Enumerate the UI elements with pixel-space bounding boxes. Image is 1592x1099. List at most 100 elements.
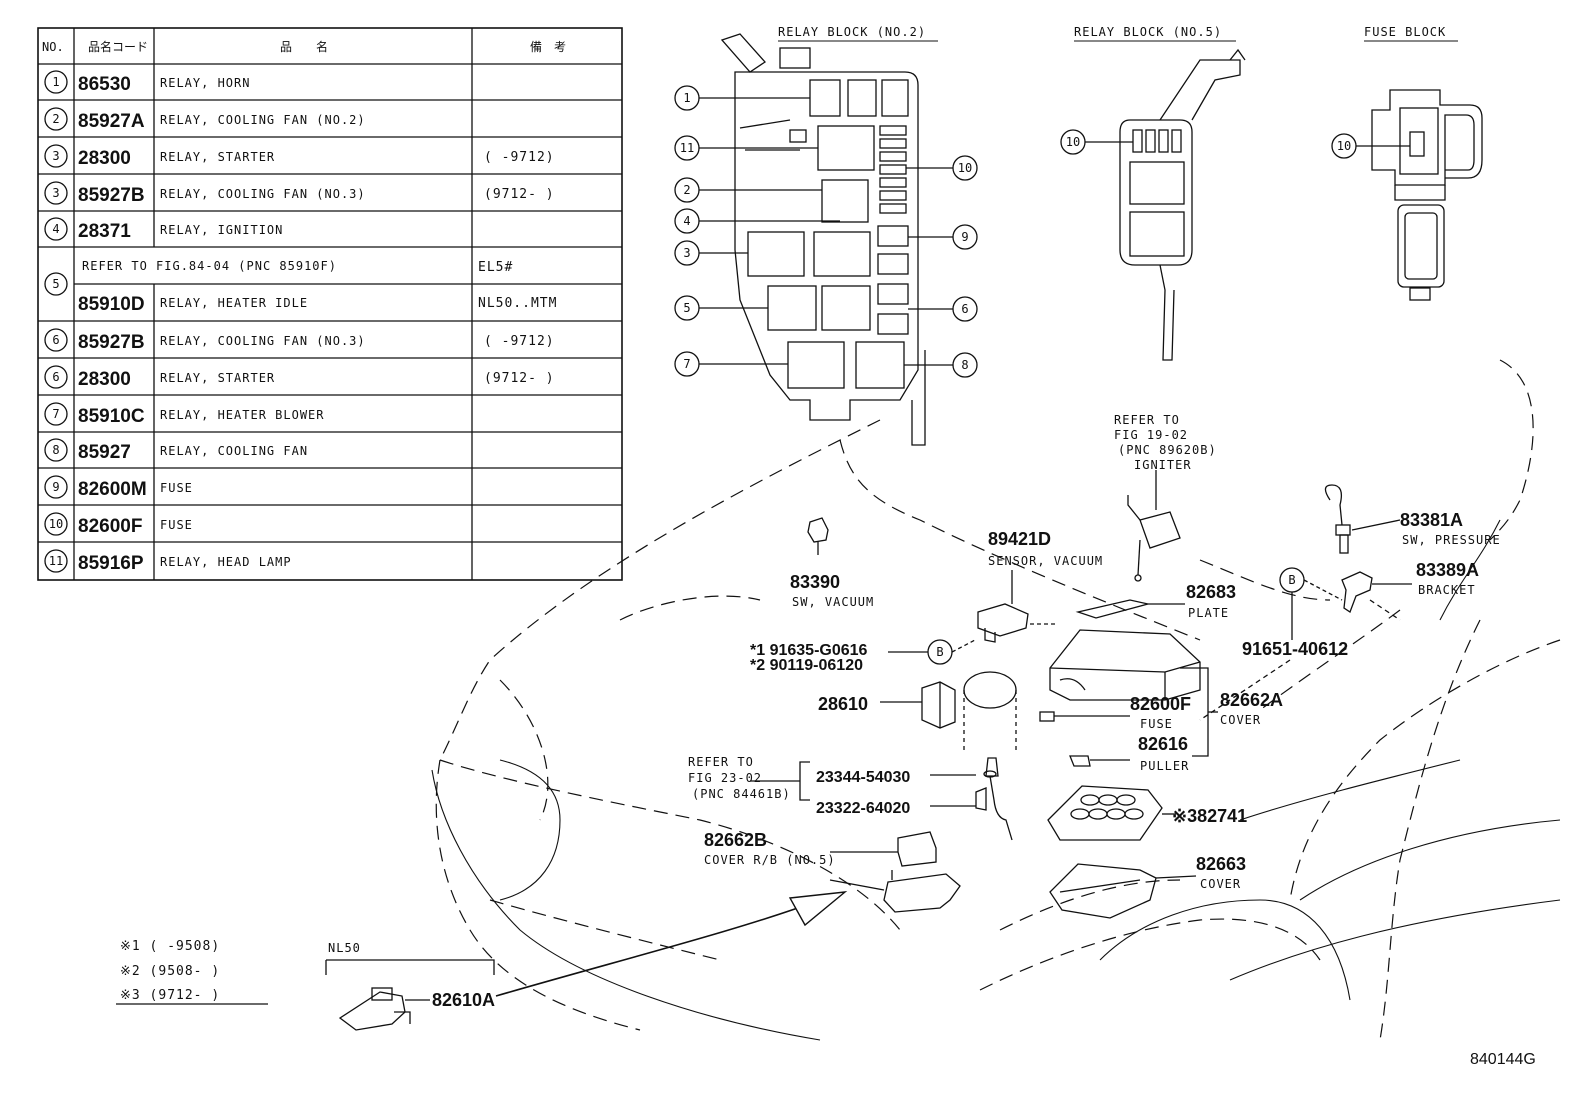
svg-text:85916P: 85916P [78, 553, 144, 574]
pressure-switch-part [1324, 484, 1401, 554]
svg-text:23322-64020: 23322-64020 [816, 800, 910, 817]
svg-text:FUSE: FUSE [160, 518, 193, 532]
svg-text:4: 4 [52, 222, 59, 236]
svg-text:82600M: 82600M [78, 479, 147, 500]
svg-text:B: B [1288, 573, 1295, 587]
cover-82663-part [1049, 863, 1197, 919]
svg-text:11: 11 [49, 554, 63, 568]
svg-text:85927: 85927 [78, 442, 131, 463]
svg-text:REFER TO FIG.84-04 (PNC 85910F: REFER TO FIG.84-04 (PNC 85910F) [82, 259, 337, 273]
table-text: NO. 品名コード 品 名 備 考 1 86530 RELAY, HORN 2 … [42, 39, 566, 574]
svg-text:FUSE: FUSE [160, 481, 193, 495]
svg-text:28610: 28610 [818, 694, 868, 714]
svg-text:FIG 23-02: FIG 23-02 [688, 771, 762, 785]
svg-text:COVER: COVER [1200, 877, 1241, 891]
heading-fuse-block: FUSE BLOCK [1364, 25, 1446, 39]
svg-text:( -9712): ( -9712) [484, 334, 555, 349]
fuse-block [1331, 89, 1483, 301]
fuse-box-382741-part [1047, 785, 1176, 841]
svg-text:備 考: 備 考 [530, 39, 566, 54]
svg-text:5: 5 [683, 301, 690, 315]
svg-text:82600F: 82600F [1130, 694, 1191, 714]
svg-text:PLATE: PLATE [1188, 606, 1229, 620]
svg-text:7: 7 [683, 357, 690, 371]
svg-text:28371: 28371 [78, 221, 131, 242]
svg-text:RELAY, COOLING FAN (NO.3): RELAY, COOLING FAN (NO.3) [160, 334, 366, 348]
svg-text:1: 1 [52, 75, 59, 89]
svg-text:※3 (9712- ): ※3 (9712- ) [120, 988, 220, 1003]
svg-text:REFER TO: REFER TO [688, 755, 754, 769]
svg-text:10: 10 [1066, 135, 1080, 149]
svg-text:85927B: 85927B [78, 185, 145, 206]
part-82610a [338, 987, 430, 1031]
svg-text:NL50..MTM: NL50..MTM [478, 296, 557, 311]
svg-text:85927A: 85927A [78, 111, 145, 132]
svg-text:(9712- ): (9712- ) [484, 187, 555, 202]
svg-text:FUSE: FUSE [1140, 717, 1173, 731]
svg-text:*2 90119-06120: *2 90119-06120 [750, 657, 863, 674]
heading-relay-block-5: RELAY BLOCK (NO.5) [1074, 25, 1222, 39]
svg-text:COVER R/B (NO.5): COVER R/B (NO.5) [704, 853, 836, 867]
svg-text:※2 (9508- ): ※2 (9508- ) [120, 964, 220, 979]
svg-text:(PNC 84461B): (PNC 84461B) [692, 787, 791, 801]
svg-text:9: 9 [961, 230, 968, 244]
svg-text:5: 5 [52, 277, 59, 291]
svg-text:82610A: 82610A [432, 990, 495, 1010]
svg-text:11: 11 [680, 141, 694, 155]
diagram-text: RELAY BLOCK (NO.2) RELAY BLOCK (NO.5) FU… [120, 25, 1536, 1068]
fuse-part [1039, 711, 1055, 722]
svg-text:82663: 82663 [1196, 854, 1246, 874]
svg-text:RELAY, STARTER: RELAY, STARTER [160, 371, 275, 385]
puller-part [1069, 755, 1091, 767]
relay-28610-part [880, 681, 956, 729]
svg-text:IGNITER: IGNITER [1134, 458, 1192, 472]
relay-block-no2-callouts [674, 85, 978, 378]
svg-text:B: B [936, 645, 943, 659]
svg-text:85910C: 85910C [78, 406, 145, 427]
cover-82662a-part [1049, 629, 1201, 701]
svg-text:NO.: NO. [42, 40, 64, 54]
svg-text:10: 10 [958, 161, 972, 175]
svg-text:SENSOR, VACUUM: SENSOR, VACUUM [988, 554, 1103, 568]
vacuum-sensor-part [977, 570, 1029, 643]
svg-text:※1 ( -9508): ※1 ( -9508) [120, 939, 220, 954]
svg-text:FIG 19-02: FIG 19-02 [1114, 428, 1188, 442]
figure-id: 840144G [1470, 1051, 1536, 1068]
svg-text:82683: 82683 [1186, 582, 1236, 602]
svg-text:85927B: 85927B [78, 332, 145, 353]
svg-text:RELAY, HEATER BLOWER: RELAY, HEATER BLOWER [160, 408, 325, 422]
relay-block-no2 [720, 33, 926, 446]
svg-text:RELAY, COOLING FAN (NO.2): RELAY, COOLING FAN (NO.2) [160, 113, 366, 127]
svg-text:6: 6 [52, 333, 59, 347]
svg-text:PULLER: PULLER [1140, 759, 1189, 773]
svg-text:SW, PRESSURE: SW, PRESSURE [1402, 533, 1501, 547]
svg-text:4: 4 [683, 214, 690, 228]
svg-text:83381A: 83381A [1400, 510, 1463, 530]
svg-text:NL50: NL50 [328, 941, 361, 955]
svg-text:※382741: ※382741 [1172, 806, 1247, 826]
svg-text:85910D: 85910D [78, 294, 145, 315]
svg-text:82662A: 82662A [1220, 690, 1283, 710]
svg-text:86530: 86530 [78, 74, 131, 95]
heading-relay-block-2: RELAY BLOCK (NO.2) [778, 25, 926, 39]
svg-text:10: 10 [49, 517, 63, 531]
bulb-socket-part [963, 671, 1017, 841]
svg-text:10: 10 [1337, 139, 1351, 153]
svg-text:23344-54030: 23344-54030 [816, 769, 910, 786]
bracket-part [1341, 571, 1412, 613]
svg-text:RELAY, COOLING FAN: RELAY, COOLING FAN [160, 444, 308, 458]
vacuum-switch-part [807, 517, 829, 555]
svg-text:(9712- ): (9712- ) [484, 371, 555, 386]
svg-text:8: 8 [52, 443, 59, 457]
svg-text:82662B: 82662B [704, 830, 767, 850]
svg-text:89421D: 89421D [988, 529, 1051, 549]
svg-text:RELAY, HEAD LAMP: RELAY, HEAD LAMP [160, 555, 292, 569]
svg-text:9: 9 [52, 480, 59, 494]
svg-text:6: 6 [961, 302, 968, 316]
svg-text:28300: 28300 [78, 148, 131, 169]
svg-text:RELAY, COOLING FAN (NO.3): RELAY, COOLING FAN (NO.3) [160, 187, 366, 201]
svg-text:7: 7 [52, 407, 59, 421]
svg-text:SW, VACUUM: SW, VACUUM [792, 595, 874, 609]
svg-text:BRACKET: BRACKET [1418, 583, 1476, 597]
svg-text:品名コード: 品名コード [88, 39, 148, 54]
